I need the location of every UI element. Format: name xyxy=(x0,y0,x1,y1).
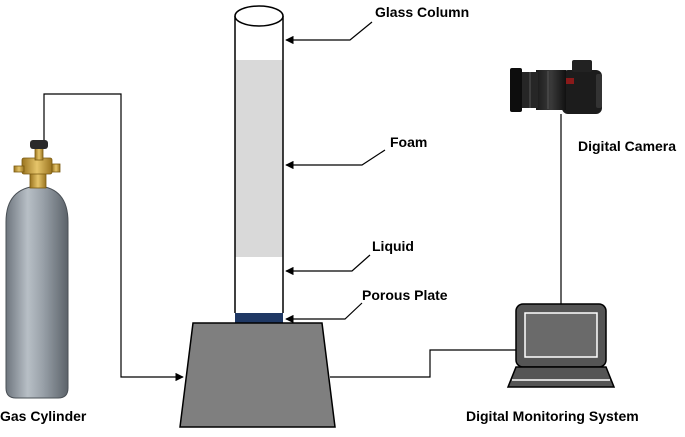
laptop-icon xyxy=(506,303,616,388)
liquid-label: Liquid xyxy=(372,238,414,254)
column-top-opening xyxy=(234,5,284,27)
glass-column xyxy=(234,5,284,323)
glass-column-label: Glass Column xyxy=(375,4,470,20)
foam-label: Foam xyxy=(390,134,428,150)
foam-arrow xyxy=(285,149,386,170)
data-line-base-to-laptop xyxy=(330,349,516,378)
glass-column-arrow xyxy=(285,21,373,45)
porous-plate-shape xyxy=(235,313,283,323)
column-base xyxy=(179,322,336,428)
gas-line xyxy=(43,93,184,382)
porous-plate-label: Porous Plate xyxy=(362,287,448,303)
foam-region xyxy=(235,60,283,257)
porous-plate-arrow xyxy=(285,302,363,324)
camera-icon xyxy=(510,60,602,114)
liquid-arrow xyxy=(285,254,371,276)
digital-monitoring-system-label: Digital Monitoring System xyxy=(466,408,639,424)
digital-camera-label: Digital Camera xyxy=(578,138,677,154)
gas-cylinder-label: Gas Cylinder xyxy=(0,408,87,424)
gas-cylinder-icon xyxy=(5,140,69,399)
